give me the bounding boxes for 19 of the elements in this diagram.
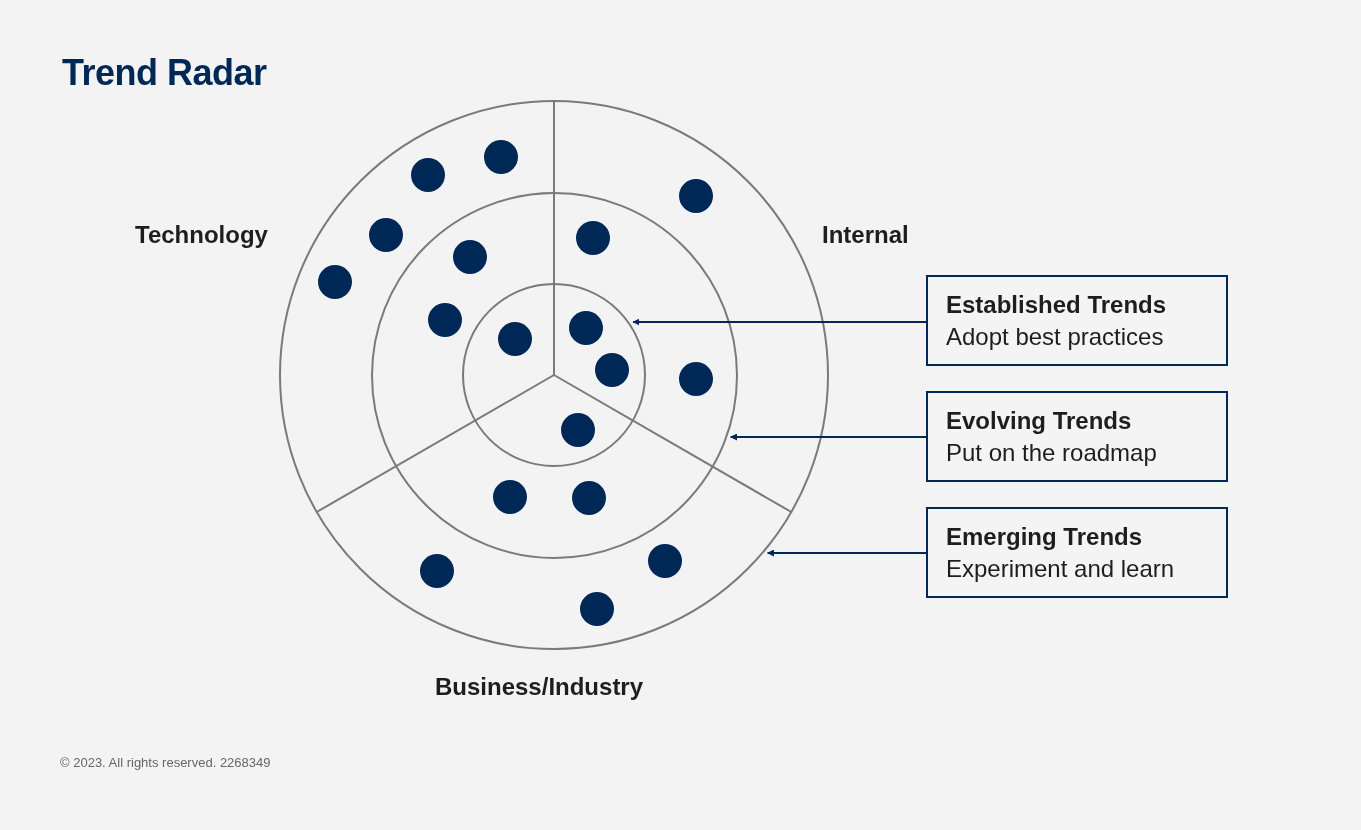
trend-card <box>926 275 1228 366</box>
card-heading: Emerging Trends <box>946 523 1144 551</box>
copyright-note: © 2023. All rights reserved. 2268349 <box>60 755 271 770</box>
radar-ring <box>462 283 646 467</box>
sector-label: Technology <box>135 221 268 249</box>
trend-card <box>926 391 1228 482</box>
sector-label: Business/Industry <box>435 673 644 701</box>
title: Trend Radar <box>62 52 267 94</box>
arrow <box>729 433 927 441</box>
card-text: Put on the roadmap <box>946 439 1158 467</box>
card-heading: Established Trends <box>946 291 1168 319</box>
trend-card <box>926 507 1228 598</box>
card-text: Adopt best practices <box>946 323 1165 351</box>
arrow <box>632 318 927 326</box>
radar-ring <box>370 191 738 559</box>
card-heading: Evolving Trends <box>946 407 1133 435</box>
arrow <box>766 549 927 557</box>
sector-label: Internal <box>822 221 909 249</box>
card-text: Experiment and learn <box>946 555 1176 583</box>
